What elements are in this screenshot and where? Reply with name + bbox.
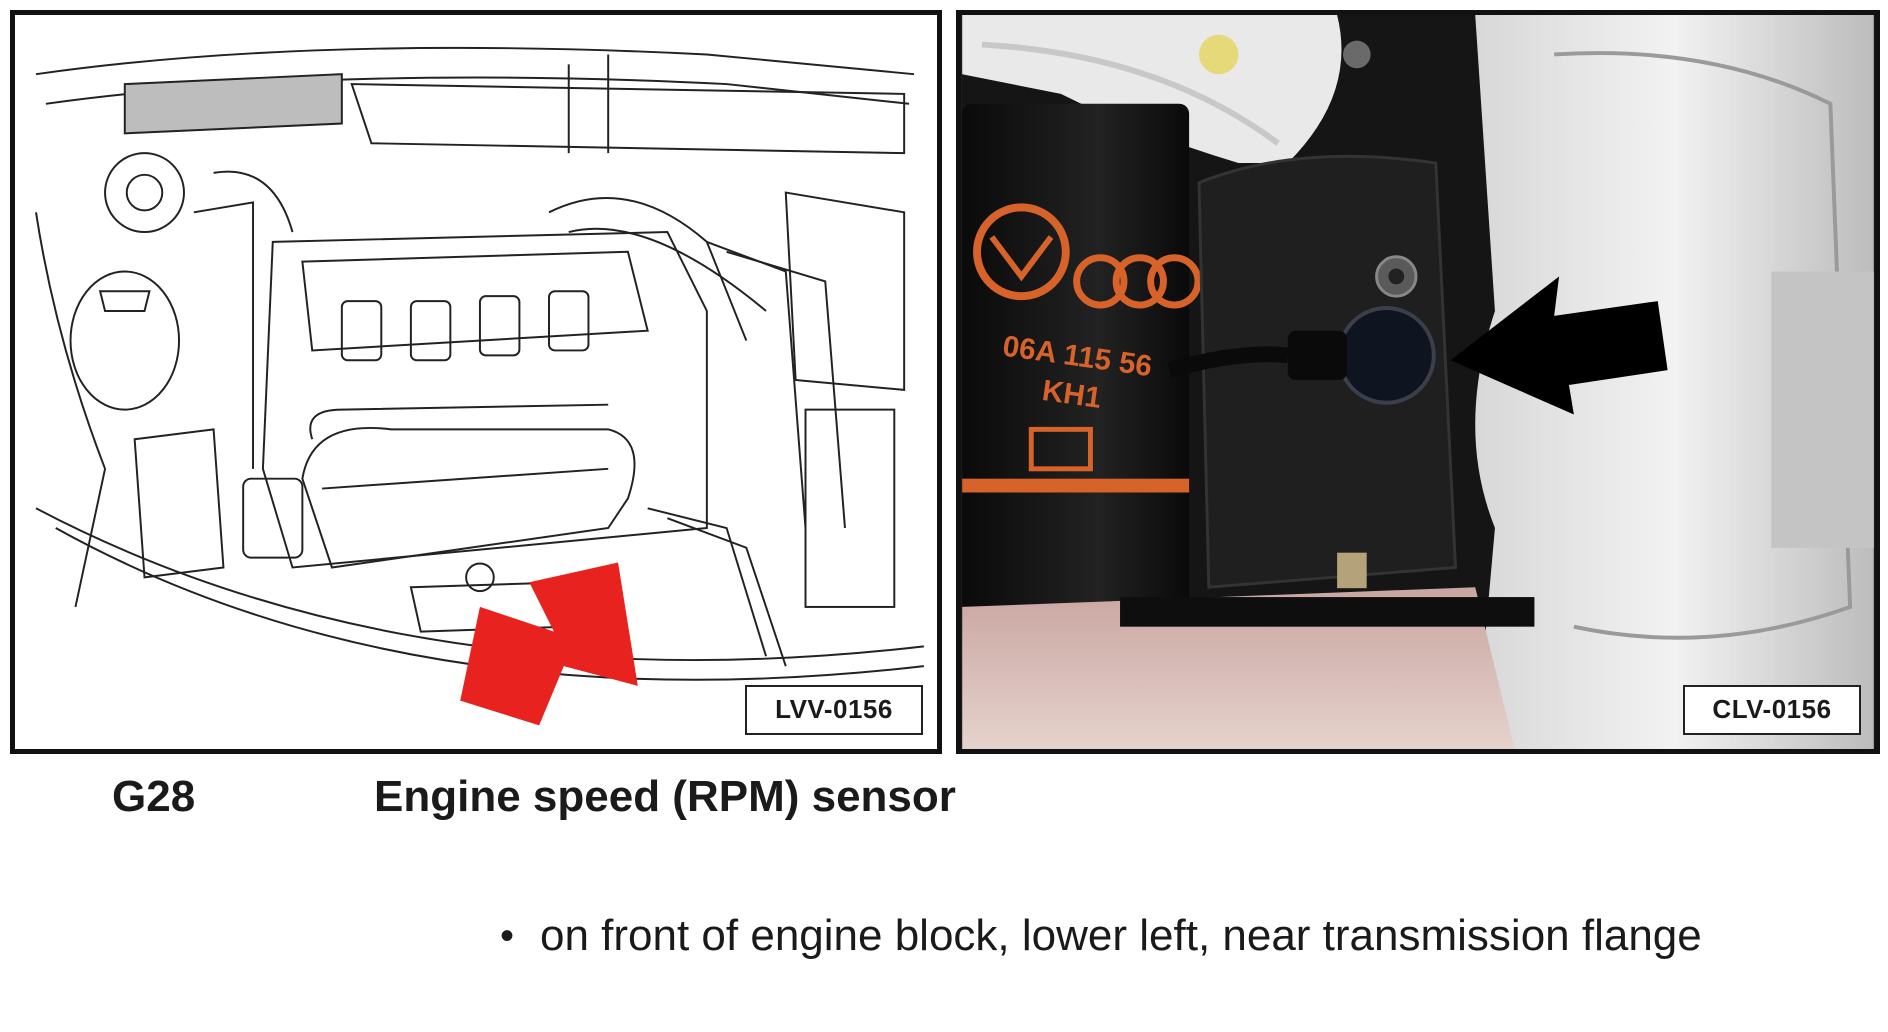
red-pointer-arrow xyxy=(460,562,638,726)
sensor-photo-panel: 06A 115 56 KH1 CLV-0156 xyxy=(956,10,1880,754)
engine-bay-drawing-panel: LVV-0156 xyxy=(10,10,942,754)
location-note: • on front of engine block, lower left, … xyxy=(500,905,1800,967)
component-id: G28 xyxy=(112,772,196,821)
bullet-icon: • xyxy=(500,914,515,958)
engine-bay-line-drawing xyxy=(35,46,925,726)
figure-code-left: LVV-0156 xyxy=(745,685,923,735)
black-pointer-arrow xyxy=(1450,276,1668,415)
location-note-text: on front of engine block, lower left, ne… xyxy=(540,911,1702,960)
component-name: Engine speed (RPM) sensor xyxy=(374,772,956,821)
sensor-photo-illustration: 06A 115 56 KH1 xyxy=(962,15,1874,749)
filter-marking-line2: KH1 xyxy=(1040,374,1103,415)
figure-code-right: CLV-0156 xyxy=(1683,685,1861,735)
